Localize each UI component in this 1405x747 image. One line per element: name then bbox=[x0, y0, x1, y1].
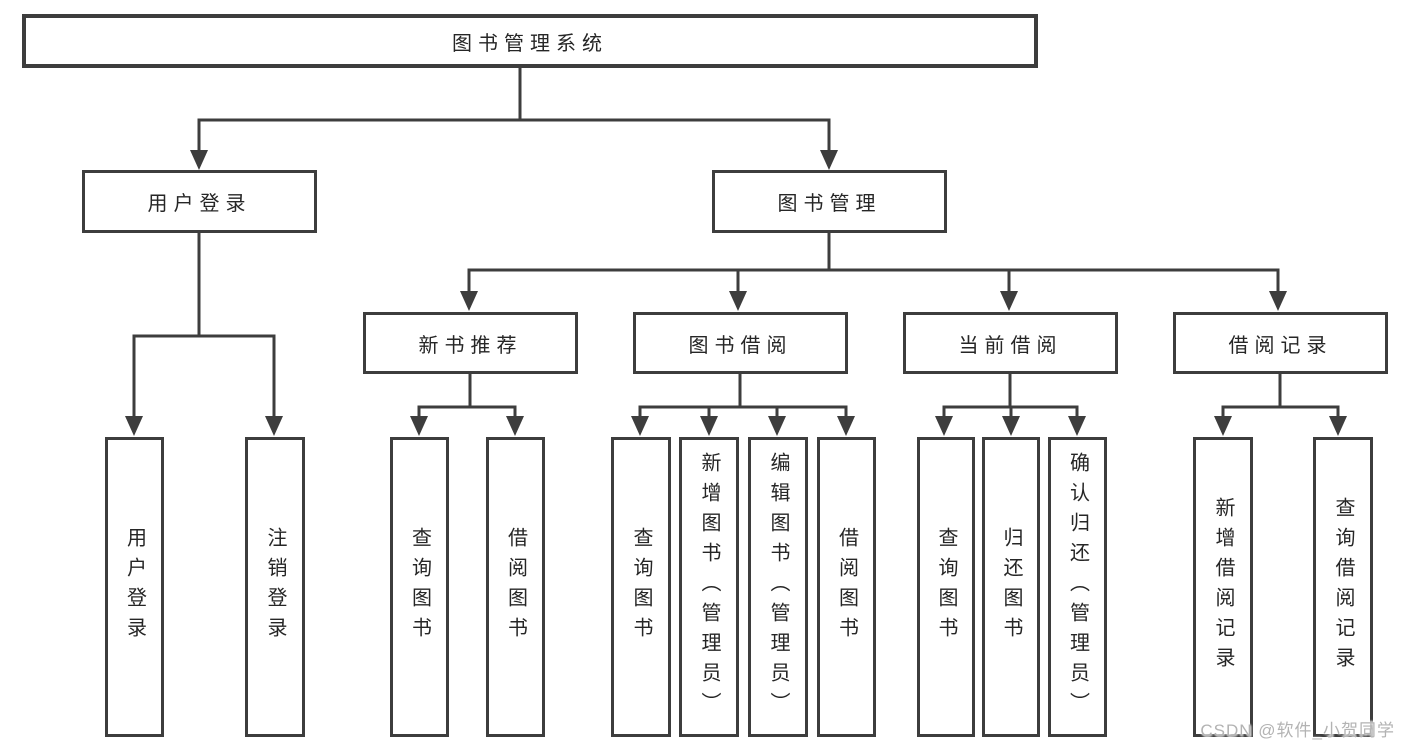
node-label: 图书管理系统 bbox=[452, 32, 608, 55]
node-label: 查询图书 bbox=[408, 527, 431, 647]
node-label: 确认归还（管理员） bbox=[1066, 452, 1089, 722]
node-label: 新增借阅记录 bbox=[1212, 497, 1234, 677]
node-book-borrow: 图书借阅 bbox=[633, 312, 848, 374]
node-label: 图书借阅 bbox=[688, 334, 793, 357]
node-label: 借阅记录 bbox=[1228, 334, 1333, 357]
node-current-borrow: 当前借阅 bbox=[903, 312, 1118, 374]
leaf-query-books-borrow: 查询图书 bbox=[611, 437, 671, 737]
node-new-book-recommend: 新书推荐 bbox=[363, 312, 578, 374]
leaf-query-books-current: 查询图书 bbox=[917, 437, 975, 737]
node-label: 借阅图书 bbox=[835, 527, 858, 647]
csdn-watermark: CSDN @软件_小贺同学 bbox=[1200, 721, 1395, 740]
node-label: 当前借阅 bbox=[958, 334, 1063, 357]
node-label: 借阅图书 bbox=[504, 527, 527, 647]
leaf-return-books: 归还图书 bbox=[982, 437, 1040, 737]
leaf-logout: 注销登录 bbox=[245, 437, 305, 737]
node-label: 查询借阅记录 bbox=[1332, 497, 1354, 677]
node-label: 新书推荐 bbox=[418, 334, 523, 357]
node-label: 查询图书 bbox=[935, 527, 957, 647]
leaf-add-borrow-record: 新增借阅记录 bbox=[1193, 437, 1253, 737]
leaf-borrow-books: 借阅图书 bbox=[817, 437, 876, 737]
leaf-borrow-books-recommend: 借阅图书 bbox=[486, 437, 545, 737]
node-label: 新增图书（管理员） bbox=[698, 452, 720, 722]
leaf-user-login: 用户登录 bbox=[105, 437, 164, 737]
node-label: 查询图书 bbox=[630, 527, 652, 647]
node-label: 用户登录 bbox=[123, 527, 146, 647]
node-label: 注销登录 bbox=[264, 527, 286, 647]
node-label: 归还图书 bbox=[1000, 527, 1022, 647]
node-label: 图书管理 bbox=[777, 193, 882, 215]
leaf-edit-books-admin: 编辑图书（管理员） bbox=[748, 437, 808, 737]
node-borrow-record: 借阅记录 bbox=[1173, 312, 1388, 374]
node-label: 用户登录 bbox=[147, 193, 252, 215]
leaf-query-borrow-record: 查询借阅记录 bbox=[1313, 437, 1373, 737]
node-book-management: 图书管理 bbox=[712, 170, 947, 233]
leaf-query-books-recommend: 查询图书 bbox=[390, 437, 449, 737]
node-user-login: 用户登录 bbox=[82, 170, 317, 233]
node-library-management-system: 图书管理系统 bbox=[22, 14, 1038, 68]
arrowhead-icons bbox=[125, 150, 1347, 436]
node-label: 编辑图书（管理员） bbox=[767, 452, 789, 722]
leaf-add-books-admin: 新增图书（管理员） bbox=[679, 437, 739, 737]
leaf-confirm-return-admin: 确认归还（管理员） bbox=[1048, 437, 1107, 737]
